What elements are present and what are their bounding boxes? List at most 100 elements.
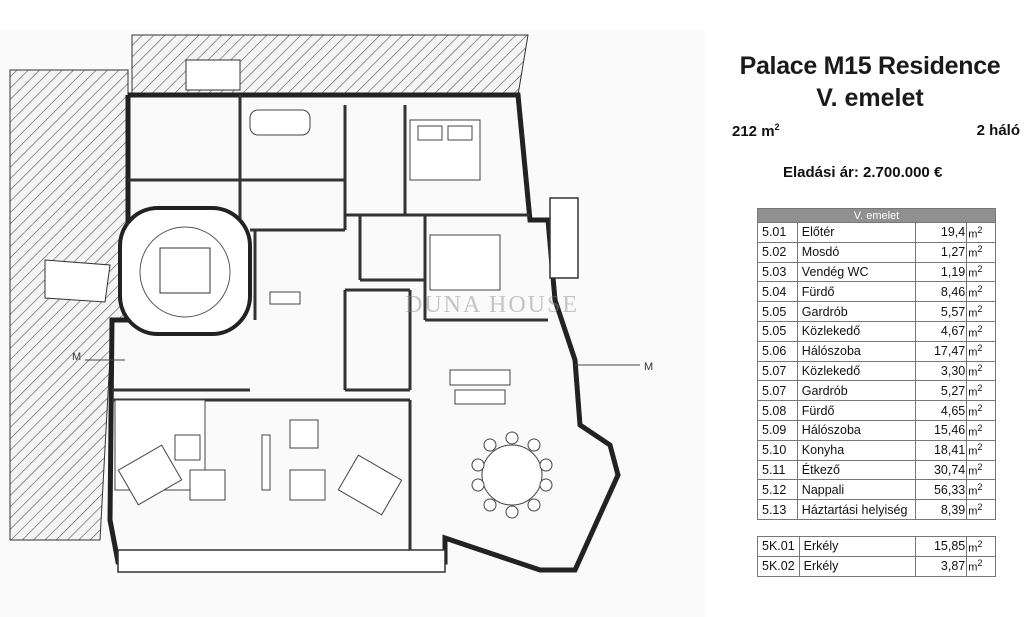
room-area: 8,39 bbox=[914, 499, 968, 520]
unit-label: m bbox=[968, 248, 978, 261]
room-area-unit: m2 bbox=[966, 555, 996, 577]
room-name: Nappali bbox=[796, 479, 916, 501]
watermark-logo: DUNA HOUSE bbox=[405, 292, 580, 318]
room-area: 18,41 bbox=[914, 439, 968, 461]
room-code: 5.06 bbox=[757, 340, 798, 362]
balcony-bottom bbox=[117, 549, 446, 573]
room-area-unit: m2 bbox=[966, 222, 996, 243]
room-name: Hálószoba bbox=[796, 419, 916, 441]
balcony-left bbox=[44, 259, 111, 303]
unit-label: m bbox=[968, 542, 978, 555]
room-name: Mosdó bbox=[796, 241, 916, 263]
axis-label-left: M bbox=[72, 351, 81, 363]
room-area-unit: m2 bbox=[966, 439, 996, 461]
room-name: Konyha bbox=[796, 439, 916, 461]
room-code: 5.09 bbox=[757, 419, 798, 441]
room-code: 5.11 bbox=[757, 459, 798, 481]
unit-sup: 2 bbox=[977, 363, 983, 374]
room-area-unit: m2 bbox=[966, 536, 996, 557]
unit-sup: 2 bbox=[977, 303, 983, 314]
unit-sup: 2 bbox=[977, 558, 983, 569]
floor-plan: M M DUNA HOUSE bbox=[0, 30, 705, 617]
unit-label: m bbox=[968, 465, 978, 478]
room-area: 8,46 bbox=[914, 281, 968, 303]
room-code: 5K.01 bbox=[757, 536, 800, 557]
room-area: 4,67 bbox=[914, 320, 968, 342]
total-area-value: 212 m bbox=[732, 123, 775, 140]
unit-sup: 2 bbox=[977, 283, 983, 294]
unit-label: m bbox=[968, 562, 978, 575]
room-area: 1,27 bbox=[914, 241, 968, 263]
unit-label: m bbox=[968, 267, 978, 280]
room-area-unit: m2 bbox=[966, 301, 996, 322]
room-code: 5.02 bbox=[757, 241, 798, 263]
unit-label: m bbox=[968, 287, 978, 300]
unit-label: m bbox=[968, 327, 978, 340]
unit-sup: 2 bbox=[977, 501, 983, 512]
unit-label: m bbox=[968, 228, 978, 241]
furniture bbox=[114, 109, 553, 519]
balcony-right bbox=[549, 197, 579, 279]
room-area: 5,57 bbox=[914, 301, 968, 322]
unit-sup: 2 bbox=[977, 402, 983, 413]
room-code: 5.01 bbox=[757, 222, 798, 243]
room-area-unit: m2 bbox=[966, 459, 996, 481]
room-name: Erkély bbox=[798, 536, 916, 557]
room-area-unit: m2 bbox=[966, 479, 996, 501]
room-code: 5.07 bbox=[757, 360, 798, 382]
room-code: 5.08 bbox=[757, 400, 798, 421]
room-area: 56,33 bbox=[914, 479, 968, 501]
total-area-sup: 2 bbox=[774, 122, 780, 132]
unit-label: m bbox=[968, 505, 978, 518]
room-name: Vendég WC bbox=[796, 261, 916, 283]
room-name: Közlekedő bbox=[796, 360, 916, 382]
info-panel: Palace M15 Residence V. emelet 212 m2 2 … bbox=[705, 30, 1024, 617]
unit-sup: 2 bbox=[977, 538, 983, 549]
room-area: 15,46 bbox=[914, 419, 968, 441]
unit-sup: 2 bbox=[977, 422, 983, 433]
room-area-unit: m2 bbox=[966, 261, 996, 283]
room-code: 5.12 bbox=[757, 479, 798, 501]
interior-walls bbox=[112, 95, 548, 550]
room-area: 30,74 bbox=[914, 459, 968, 481]
axis-label-right: M bbox=[644, 361, 653, 373]
unit-sup: 2 bbox=[977, 462, 983, 473]
unit-label: m bbox=[968, 386, 978, 399]
room-code: 5K.02 bbox=[757, 555, 800, 577]
room-name: Étkező bbox=[796, 459, 916, 481]
sale-price: Eladási ár: 2.700.000 € bbox=[783, 164, 943, 181]
axis-line bbox=[85, 359, 640, 366]
unit-sup: 2 bbox=[977, 481, 983, 492]
room-name: Háztartási helyiség bbox=[796, 499, 916, 520]
outer-wall bbox=[107, 92, 621, 573]
room-name: Gardrób bbox=[796, 301, 916, 322]
room-area-unit: m2 bbox=[966, 281, 996, 303]
unit-label: m bbox=[968, 406, 978, 419]
unit-sup: 2 bbox=[977, 343, 983, 354]
unit-label: m bbox=[968, 366, 978, 379]
title-line-1: Palace M15 Residence bbox=[739, 52, 1001, 80]
room-code: 5.05 bbox=[757, 320, 798, 342]
room-area-unit: m2 bbox=[966, 380, 996, 402]
room-code: 5.03 bbox=[757, 261, 798, 283]
room-area-unit: m2 bbox=[966, 400, 996, 421]
unit-label: m bbox=[968, 426, 978, 439]
rooms-table-header: V. emelet bbox=[757, 208, 996, 223]
total-area: 212 m2 bbox=[732, 122, 780, 140]
